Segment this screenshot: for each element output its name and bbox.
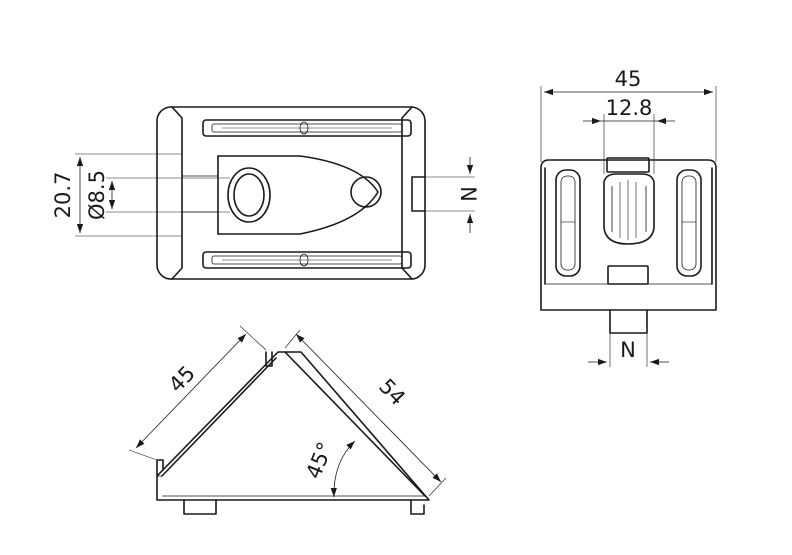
side-angle-label: 45° xyxy=(301,439,337,483)
front-slot-label: N xyxy=(620,338,636,362)
bore-dimension-label: Ø8.5 xyxy=(85,170,109,220)
front-width-dimension-label: 45 xyxy=(615,67,642,91)
top-view xyxy=(156,106,426,280)
side-leg-dimension-label: 45 xyxy=(164,361,200,397)
side-hypotenuse-dimension-label: 54 xyxy=(374,374,410,410)
top-slot-label: N xyxy=(456,186,480,202)
front-view-dimensions: 45 12.8 N xyxy=(540,67,717,367)
front-inner-width-dimension-label: 12.8 xyxy=(606,96,653,120)
front-view xyxy=(540,157,717,334)
top-view-dimensions: 20.7 Ø8.5 N xyxy=(51,153,480,237)
height-dimension-label: 20.7 xyxy=(51,172,75,219)
